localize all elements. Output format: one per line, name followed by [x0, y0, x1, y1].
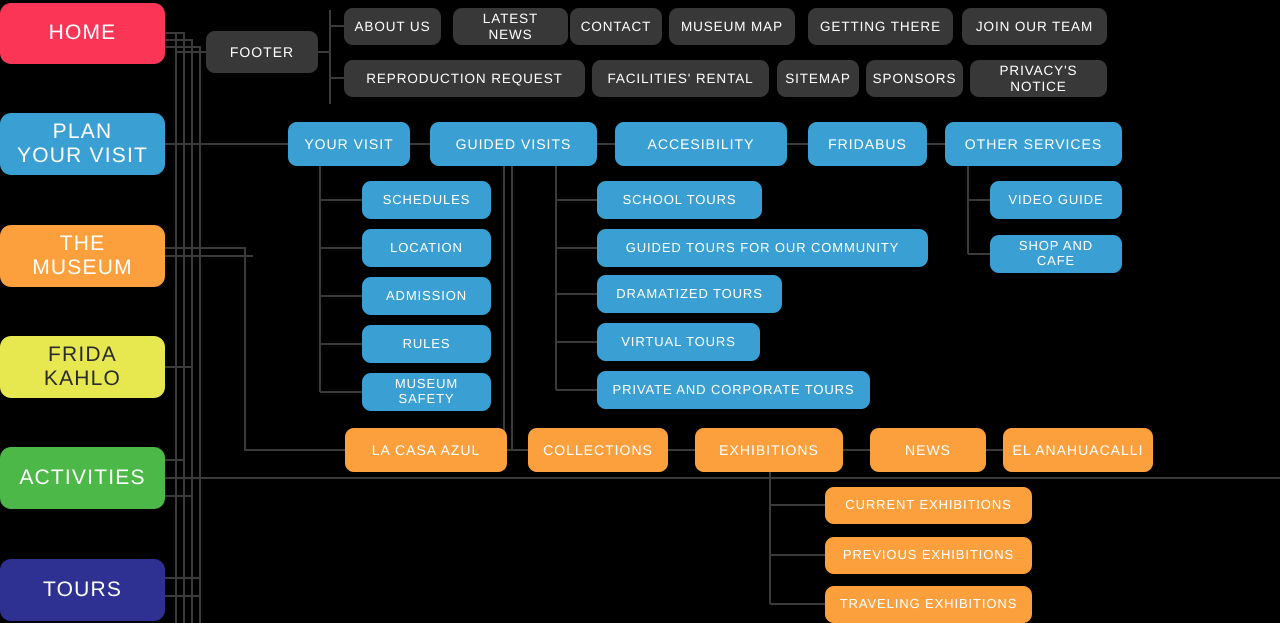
footer-link-facilities-rental[interactable]: FACILITIES' RENTAL [592, 60, 769, 97]
node-school-tours[interactable]: SCHOOL TOURS [597, 181, 762, 219]
node-location[interactable]: LOCATION [362, 229, 491, 267]
node-previous-exhibitions[interactable]: PREVIOUS EXHIBITIONS [825, 537, 1032, 574]
nav-item-tours[interactable]: TOURS [0, 559, 165, 621]
nav-item-activities[interactable]: ACTIVITIES [0, 447, 165, 509]
node-collections[interactable]: COLLECTIONS [528, 428, 668, 472]
node-accesibility[interactable]: ACCESIBILITY [615, 122, 787, 166]
node-private-and-corporate-tours[interactable]: PRIVATE AND CORPORATE TOURS [597, 371, 870, 409]
footer-link-about-us[interactable]: ABOUT US [344, 8, 441, 45]
node-current-exhibitions[interactable]: CURRENT EXHIBITIONS [825, 487, 1032, 524]
node-exhibitions[interactable]: EXHIBITIONS [695, 428, 843, 472]
footer-link-getting-there[interactable]: GETTING THERE [808, 8, 953, 45]
nav-item-home[interactable]: HOME [0, 3, 165, 64]
nav-item-the-museum[interactable]: THE MUSEUM [0, 225, 165, 287]
node-la-casa-azul[interactable]: LA CASA AZUL [345, 428, 507, 472]
node-your-visit[interactable]: YOUR VISIT [288, 122, 410, 166]
footer-link-contact[interactable]: CONTACT [570, 8, 662, 45]
node-dramatized-tours[interactable]: DRAMATIZED TOURS [597, 275, 782, 313]
node-rules[interactable]: RULES [362, 325, 491, 363]
node-fridabus[interactable]: FRIDABUS [808, 122, 927, 166]
footer-link-reproduction-request[interactable]: REPRODUCTION REQUEST [344, 60, 585, 97]
footer-link-sponsors[interactable]: SPONSORS [866, 60, 963, 97]
node-news[interactable]: NEWS [870, 428, 986, 472]
footer-link-privacys-notice[interactable]: PRIVACY'S NOTICE [970, 60, 1107, 97]
nav-item-frida-kahlo[interactable]: FRIDA KAHLO [0, 336, 165, 398]
node-el-anahuacalli[interactable]: EL ANAHUACALLI [1003, 428, 1153, 472]
footer-link-sitemap[interactable]: SITEMAP [777, 60, 859, 97]
node-schedules[interactable]: SCHEDULES [362, 181, 491, 219]
node-museum-safety[interactable]: MUSEUM SAFETY [362, 373, 491, 411]
footer-node[interactable]: FOOTER [206, 31, 318, 73]
footer-link-museum-map[interactable]: MUSEUM MAP [669, 8, 795, 45]
node-shop-and-cafe[interactable]: SHOP AND CAFE [990, 235, 1122, 273]
node-guided-tours-for-our-community[interactable]: GUIDED TOURS FOR OUR COMMUNITY [597, 229, 928, 267]
node-admission[interactable]: ADMISSION [362, 277, 491, 315]
node-video-guide[interactable]: VIDEO GUIDE [990, 181, 1122, 219]
node-traveling-exhibitions[interactable]: TRAVELING EXHIBITIONS [825, 586, 1032, 623]
node-guided-visits[interactable]: GUIDED VISITS [430, 122, 597, 166]
node-virtual-tours[interactable]: VIRTUAL TOURS [597, 323, 760, 361]
nav-item-plan-your-visit[interactable]: PLAN YOUR VISIT [0, 113, 165, 175]
node-other-services[interactable]: OTHER SERVICES [945, 122, 1122, 166]
footer-link-join-our-team[interactable]: JOIN OUR TEAM [962, 8, 1107, 45]
footer-link-latest-news[interactable]: LATEST NEWS [453, 8, 568, 45]
